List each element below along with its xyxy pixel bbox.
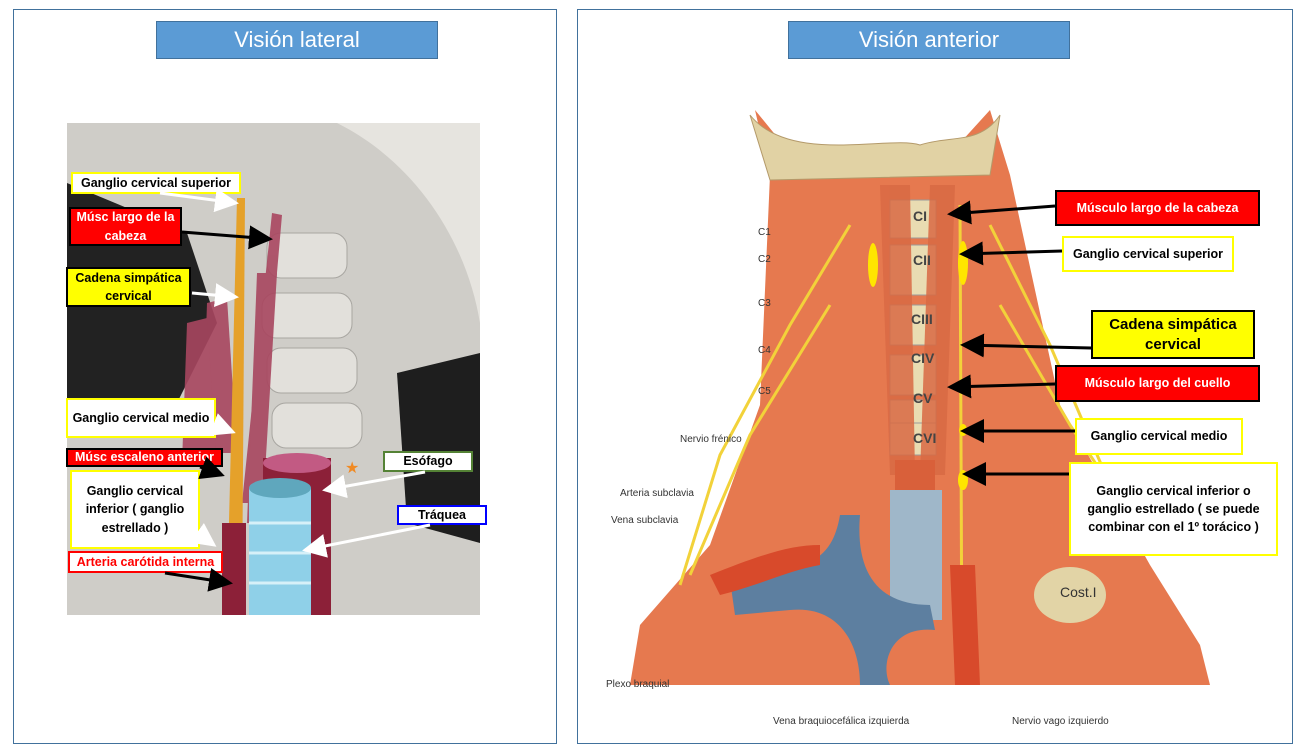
label-musculo-largo-cabeza-anterior: Músculo largo de la cabeza (1055, 190, 1260, 226)
label-c3: C3 (758, 298, 771, 309)
vertebra-label: CIII (911, 311, 933, 327)
svg-text:★: ★ (345, 460, 359, 477)
vertebra-label: CII (913, 252, 931, 268)
label-c1: C1 (758, 227, 771, 238)
label-ganglio-cervical-medio-anterior: Ganglio cervical medio (1075, 418, 1243, 455)
lateral-view-title: Visión lateral (156, 21, 438, 59)
anterior-view-title: Visión anterior (788, 21, 1070, 59)
label-vena-braquiocefalica: Vena braquiocefálica izquierda (773, 716, 910, 727)
label-plexo-braquial: Plexo braquial (606, 679, 670, 690)
label-c4: C4 (758, 345, 771, 356)
label-musc-largo-cabeza-lateral: Músc largo de la cabeza (69, 207, 182, 246)
label-ganglio-cervical-inferior-lateral: Ganglio cervical inferior ( ganglio estr… (70, 470, 200, 549)
label-c5: C5 (758, 386, 771, 397)
vertebra-label: CIV (911, 350, 935, 366)
label-cadena-simpatica-anterior: Cadena simpática cervical (1091, 310, 1255, 359)
label-c2: C2 (758, 254, 771, 265)
label-ganglio-cervical-superior-lateral: Ganglio cervical superior (71, 172, 241, 194)
label-ganglio-cervical-superior-anterior: Ganglio cervical superior (1062, 236, 1234, 272)
label-nervio-frenico: Nervio frénico (680, 434, 742, 445)
label-vena-subclavia: Vena subclavia (611, 515, 679, 526)
label-esofago: Esófago (383, 451, 473, 472)
label-musc-escaleno-anterior: Músc escaleno anterior (66, 448, 223, 467)
label-arteria-subclavia: Arteria subclavia (620, 488, 694, 499)
label-ganglio-cervical-medio-lateral: Ganglio cervical medio (66, 398, 216, 438)
label-traquea: Tráquea (397, 505, 487, 525)
vertebra-label: CI (913, 208, 927, 224)
anterior-neck-illustration (590, 105, 1240, 705)
label-cadena-simpatica-lateral: Cadena simpática cervical (66, 267, 191, 307)
vertebra-label: CV (913, 390, 933, 406)
anterior-neck-drawing (630, 110, 1210, 686)
label-cost-i: Cost.I (1060, 584, 1097, 600)
label-nervio-vago: Nervio vago izquierdo (1012, 716, 1109, 727)
label-arteria-carotida-interna: Arteria carótida interna (68, 551, 223, 573)
vertebra-label: CVI (913, 430, 937, 446)
label-ganglio-cervical-inferior-anterior: Ganglio cervical inferior o ganglio estr… (1069, 462, 1278, 556)
label-musculo-largo-cuello: Músculo largo del cuello (1055, 365, 1260, 402)
